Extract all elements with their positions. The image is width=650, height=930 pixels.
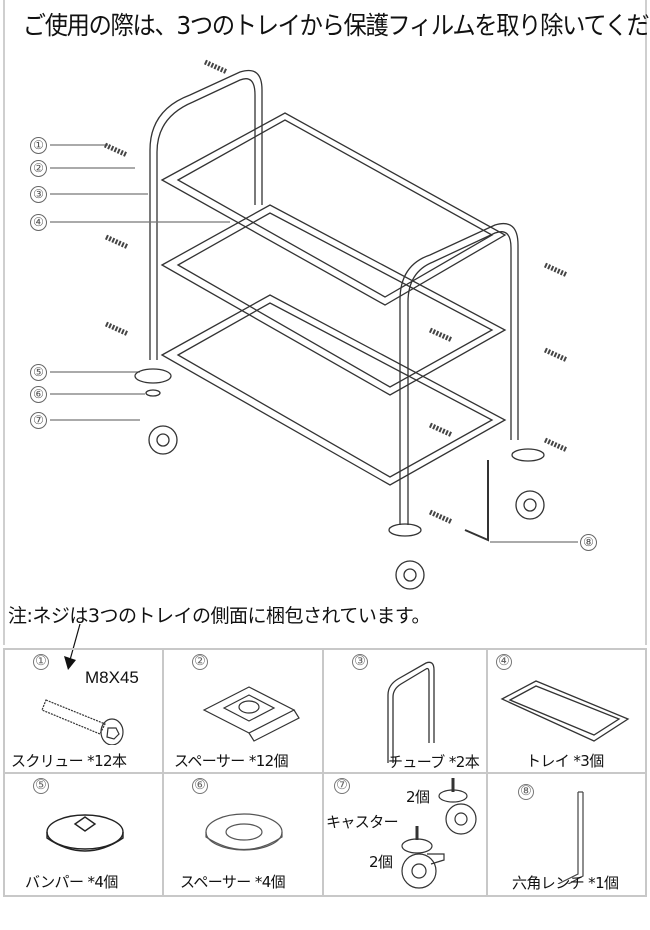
callout-8: ⑧: [580, 534, 597, 551]
part-number: ⑧: [518, 784, 534, 800]
page-title: ご使用の際は、3つのトレイから保護フィルムを取り除いてください: [22, 11, 650, 40]
part-number: ⑤: [33, 778, 49, 794]
callout-4: ④: [30, 214, 47, 231]
part-label: スクリュー *12本: [11, 752, 127, 770]
tube-icon: [387, 661, 435, 763]
exploded-assembly-diagram: ① ② ③ ④ ⑤ ⑥ ⑦ ⑧: [0, 45, 650, 605]
part-label: キャスター: [326, 813, 399, 831]
part-cell-screw: ① M8X45 スクリュー *12本: [5, 650, 164, 774]
washer-icon: [205, 813, 283, 851]
callout-5: ⑤: [30, 364, 47, 381]
hex-wrench-icon: [557, 791, 584, 884]
caster-qty-bottom: 2個: [369, 853, 393, 871]
part-number: ①: [33, 654, 49, 670]
part-cell-spacer-plate: ② スペーサー *12個: [164, 650, 324, 774]
part-cell-bumper: ⑤ バンパー *4個: [5, 774, 164, 895]
callout-7: ⑦: [30, 412, 47, 429]
part-number: ⑦: [334, 778, 350, 794]
trolley-illustration: [50, 59, 578, 590]
part-label: トレイ *3個: [526, 752, 604, 770]
packaging-note: 注:ネジは3つのトレイの側面に梱包されています。: [8, 605, 431, 627]
part-cell-tube: ③ チューブ *2本: [324, 650, 488, 774]
part-cell-caster: ⑦ 2個 キャスター 2個: [324, 774, 488, 895]
part-label: バンパー *4個: [25, 873, 118, 891]
caster-icon: [401, 778, 477, 889]
part-number: ②: [192, 654, 208, 670]
part-number: ④: [496, 654, 512, 670]
diagram-frame: [3, 0, 647, 645]
part-label: スペーサー *12個: [174, 752, 289, 770]
tray-icon: [500, 680, 630, 742]
part-label: チューブ *2本: [388, 753, 480, 771]
part-number: ⑥: [192, 778, 208, 794]
callout-6: ⑥: [30, 386, 47, 403]
bumper-icon: [46, 814, 124, 852]
note-arrow-icon: [64, 623, 81, 670]
part-cell-hex-wrench: ⑧ 六角レンチ *1個: [488, 774, 645, 895]
part-label: スペーサー *4個: [180, 873, 286, 891]
spacer-plate-icon: [202, 686, 300, 742]
part-number: ③: [352, 654, 368, 670]
part-label: 六角レンチ *1個: [512, 874, 619, 892]
screw-icon: [41, 699, 124, 745]
caster-qty-top: 2個: [406, 788, 430, 806]
callout-3: ③: [30, 186, 47, 203]
callout-1: ①: [30, 137, 47, 154]
part-cell-spacer-washer: ⑥ スペーサー *4個: [164, 774, 324, 895]
part-cell-tray: ④ トレイ *3個: [488, 650, 645, 774]
screw-spec: M8X45: [85, 668, 139, 687]
parts-list-grid: ① M8X45 スクリュー *12本 ② スペーサー *12個 ③: [3, 648, 647, 897]
callout-2: ②: [30, 160, 47, 177]
